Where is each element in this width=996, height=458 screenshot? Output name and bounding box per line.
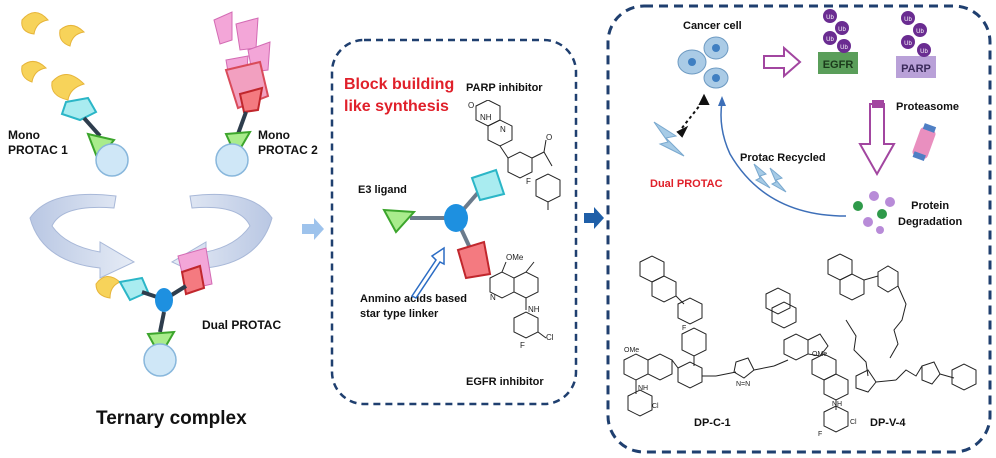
dp-c-1-structure — [623, 255, 829, 417]
dpc1-triazole: N=N — [736, 381, 750, 388]
egfr-inhibitor-label: EGFR inhibitor — [466, 376, 544, 388]
to-proteasome-arrow — [858, 103, 896, 177]
dpv4-fluoro: F — [818, 431, 822, 438]
proteasome-label: Proteasome — [896, 101, 959, 113]
ub-4: Ub — [840, 45, 848, 51]
dp-v-4-structure — [811, 253, 977, 433]
mono-protac-1-line2: PROTAC 1 — [8, 143, 68, 157]
linker-line2: star type linker — [360, 308, 439, 320]
ub-8: Ub — [920, 49, 928, 55]
ub-6: Ub — [916, 29, 924, 35]
recycle-arrowhead — [718, 96, 726, 106]
protac-bolts — [653, 121, 787, 193]
egfr-nitrogen: N — [490, 293, 496, 302]
ub-1: Ub — [826, 15, 834, 21]
block-building-heading: Block building like synthesis — [344, 74, 454, 118]
middle-panel-frame — [330, 38, 578, 406]
ub-2: Ub — [838, 27, 846, 33]
parp-inhibitor-label: PARP inhibitor — [466, 82, 543, 94]
block-building-line2: like synthesis — [344, 98, 449, 115]
parp-ubiquitin: PARP Ub Ub Ub Ub — [896, 11, 936, 78]
dual-protac-label-left: Dual PROTAC — [202, 318, 282, 332]
dpc1-methoxy: OMe — [624, 347, 639, 354]
linker-label: Anmino acids based star type linker — [360, 292, 467, 322]
parp-carbonyl: O — [546, 133, 552, 142]
right-panel-frame — [606, 4, 992, 454]
degradation-line2: Degradation — [898, 216, 963, 228]
dpv4-chloro: Cl — [850, 419, 857, 426]
parp-oxo: O — [468, 101, 474, 110]
ub-5: Ub — [904, 17, 912, 23]
proteasome-icon — [912, 123, 937, 162]
middle-assembly-graphic: O NH N F O OMe N NH Cl F — [382, 100, 561, 350]
cancer-cells — [677, 36, 729, 89]
dual-protac-red-label: Dual PROTAC — [650, 178, 723, 190]
dpv4-amine: NH — [832, 401, 842, 408]
dpc1-fluoro: F — [682, 325, 686, 332]
degradation-line1: Protein — [911, 200, 950, 212]
dpc1-amine: NH — [638, 385, 648, 392]
arrow-to-right — [584, 207, 604, 229]
dual-protac-left — [95, 247, 213, 377]
parp-amine: NH — [480, 113, 492, 122]
star-linker — [382, 168, 506, 280]
mono-protac-2-label: Mono PROTAC 2 — [258, 128, 318, 158]
linker-pointer-arrow — [410, 246, 445, 299]
mono-protac-1-warheads — [21, 12, 86, 101]
egfr-fluoro: F — [520, 341, 525, 350]
mono-protac-2-line1: Mono — [258, 128, 290, 142]
recycle-curve — [720, 101, 847, 217]
mono-protac-1 — [60, 96, 129, 177]
ub-7: Ub — [904, 41, 912, 47]
parp-nitrogen: N — [500, 125, 506, 134]
dp-c-1-heteroatoms: OMe F NH Cl N=N — [624, 325, 750, 410]
parp-heteroatoms: O NH N F O — [468, 101, 552, 186]
binding-arrow — [676, 93, 710, 138]
ternary-complex-title: Ternary complex — [96, 408, 247, 429]
egfr-ubiquitin: EGFR Ub Ub Ub Ub — [818, 9, 858, 74]
parp-inhibitor-structure — [475, 100, 561, 210]
right-panel-graphic: EGFR Ub Ub Ub Ub PARP Ub Ub Ub Ub — [623, 9, 977, 438]
arrow-to-middle — [302, 218, 324, 240]
protein-degradation-label: Protein Degradation — [898, 198, 962, 230]
linker-line1: Anmino acids based — [360, 293, 467, 305]
left-panel-graphic — [21, 11, 273, 377]
mono-protac-2 — [215, 60, 270, 177]
parp-fluoro: F — [526, 177, 531, 186]
egfr-chloro: Cl — [546, 333, 554, 342]
parp-box-label: PARP — [901, 63, 931, 75]
egfr-methoxy: OMe — [506, 253, 524, 262]
egfr-amine: NH — [528, 305, 540, 314]
ub-3: Ub — [826, 37, 834, 43]
e3-ligand-label: E3 ligand — [358, 184, 407, 196]
egfr-inhibitor-structure — [489, 261, 547, 339]
dpv4-methoxy: OMe — [812, 351, 827, 358]
dp-c-1-label: DP-C-1 — [694, 417, 731, 429]
merge-arrow-left — [29, 193, 136, 279]
mono-protac-2-line2: PROTAC 2 — [258, 143, 318, 157]
cancer-cell-label: Cancer cell — [683, 20, 742, 32]
dp-v-4-heteroatoms: OMe NH Cl F — [812, 351, 857, 438]
mono-protac-1-label: Mono PROTAC 1 — [8, 128, 68, 158]
to-targets-arrow — [763, 45, 802, 79]
mono-protac-1-line1: Mono — [8, 128, 40, 142]
dpc1-chloro: Cl — [652, 403, 659, 410]
egfr-box-label: EGFR — [823, 59, 854, 71]
arrow-cap — [872, 100, 884, 108]
degraded-fragments — [853, 191, 895, 234]
protac-recycled-label: Protac Recycled — [740, 152, 826, 164]
dp-v-4-label: DP-V-4 — [870, 417, 906, 429]
block-building-line1: Block building — [344, 76, 455, 93]
egfr-heteroatoms: OMe N NH Cl F — [490, 253, 554, 350]
